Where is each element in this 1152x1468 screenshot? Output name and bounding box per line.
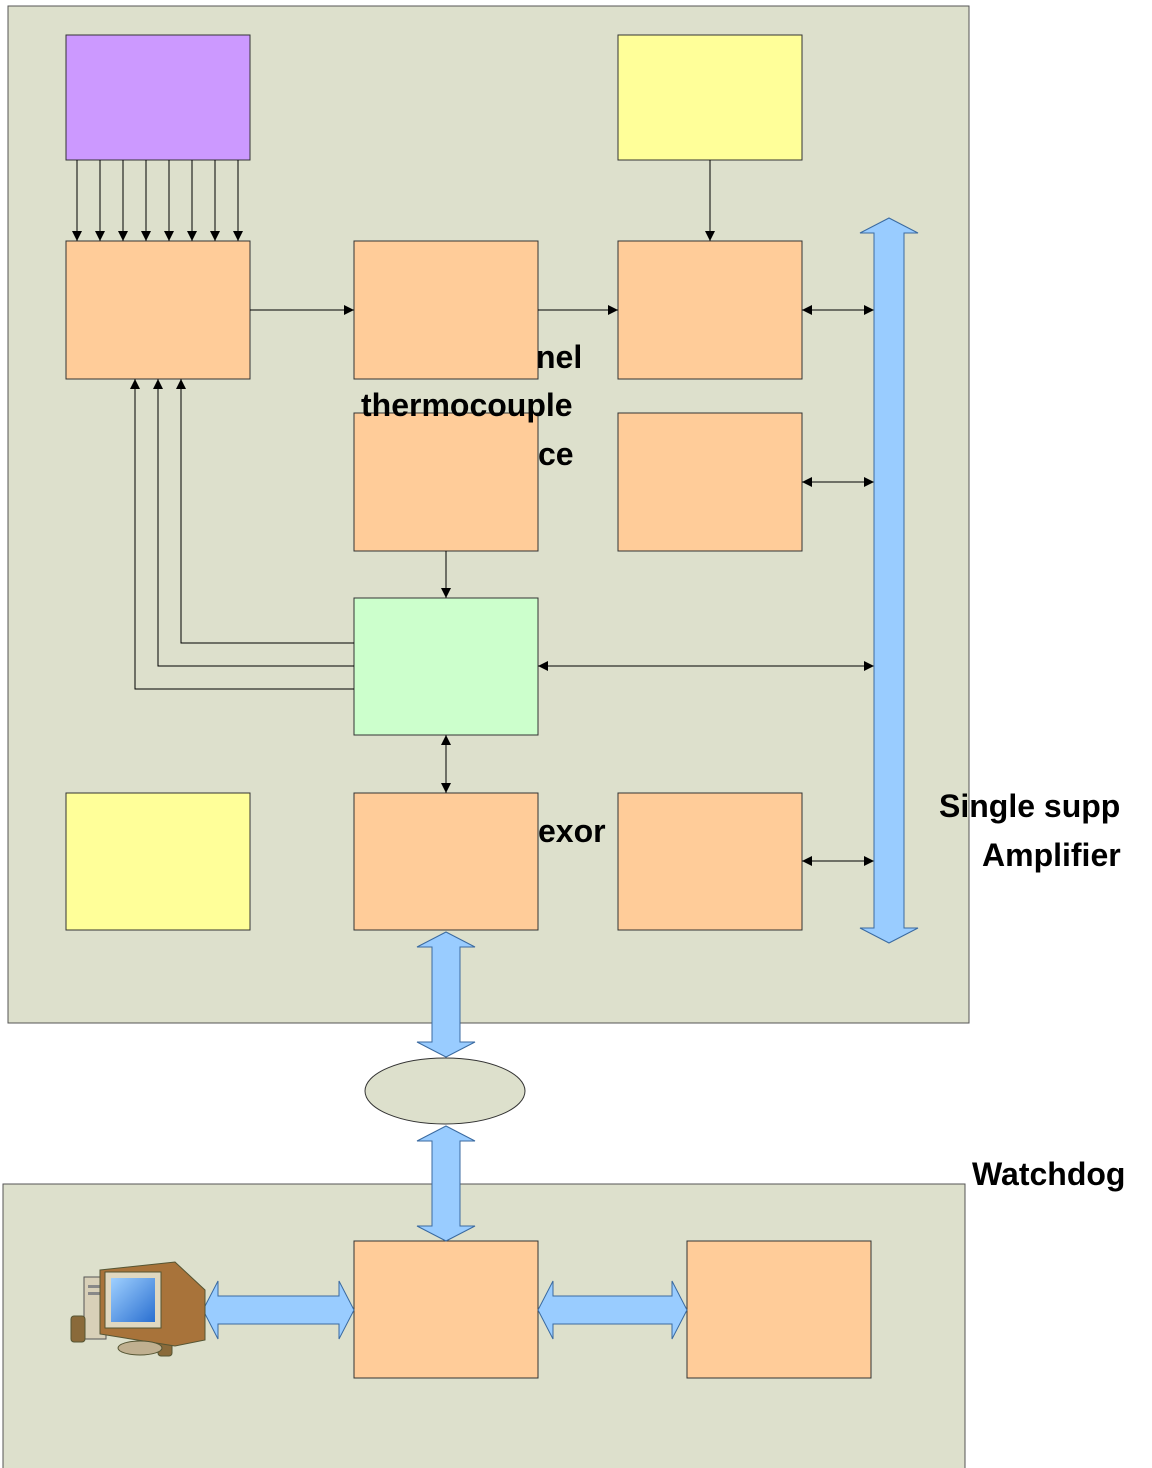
watchdog-label: Watchdog	[972, 1156, 1126, 1192]
mux-ellipse-arrow	[416, 931, 476, 1058]
yellow-block-bottom	[65, 792, 251, 931]
purple-block	[65, 34, 251, 161]
multiplexor-label: exor	[538, 813, 606, 849]
lower-link-arrow	[537, 1280, 688, 1340]
computer-link-arrow	[202, 1280, 355, 1340]
multiplexor-block	[353, 792, 539, 931]
vertical-bus	[859, 217, 919, 944]
lower-block-center	[353, 1240, 539, 1379]
thermocouple-block-lower	[353, 412, 539, 552]
feedback-line-1	[176, 379, 354, 644]
controller-block	[353, 597, 539, 736]
amplifier-label-line-1: Single supp	[939, 788, 1121, 824]
feedback-line-2	[153, 379, 354, 667]
ellipse-lower-arrow	[416, 1125, 476, 1242]
computer-icon	[70, 1261, 206, 1357]
yellow-block-top	[617, 34, 803, 161]
network-ellipse	[364, 1057, 526, 1125]
parallel-arrows	[72, 160, 243, 241]
lower-block-right	[686, 1240, 872, 1379]
thermocouple-block-upper	[353, 240, 539, 380]
amplifier-label-line-2: Amplifier	[982, 837, 1121, 873]
block-row3-right	[617, 412, 803, 552]
block-row2-right	[617, 240, 803, 380]
thermocouple-label-line-2: thermocouple	[361, 387, 573, 423]
thermocouple-label-line-3: ce	[538, 436, 574, 472]
block-row2-left	[65, 240, 251, 380]
block-row5-right	[617, 792, 803, 931]
thermocouple-label-line-1: nel	[536, 339, 583, 375]
feedback-line-3	[130, 379, 354, 690]
